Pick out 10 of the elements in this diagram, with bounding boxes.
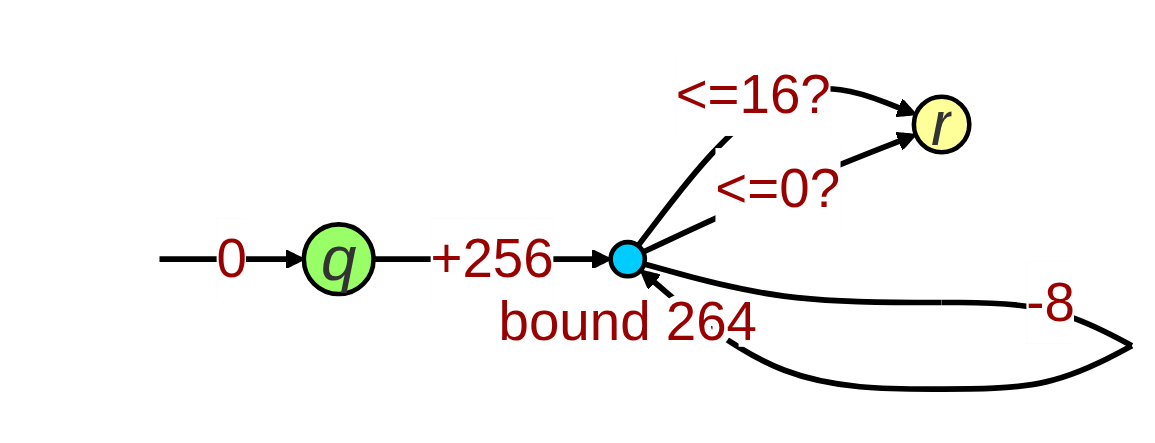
- arrow: [635, 85, 917, 248]
- node-circle: q: [301, 222, 376, 297]
- arrow: [642, 131, 917, 255]
- edge-label: 0: [216, 227, 247, 289]
- edge-label: <=16?: [675, 63, 831, 125]
- node-circle: [608, 239, 648, 279]
- edge-label: <=0?: [715, 157, 841, 219]
- edge-label: +256: [430, 227, 554, 289]
- edge-label: -8: [1026, 270, 1075, 333]
- node-circle: r: [911, 94, 972, 155]
